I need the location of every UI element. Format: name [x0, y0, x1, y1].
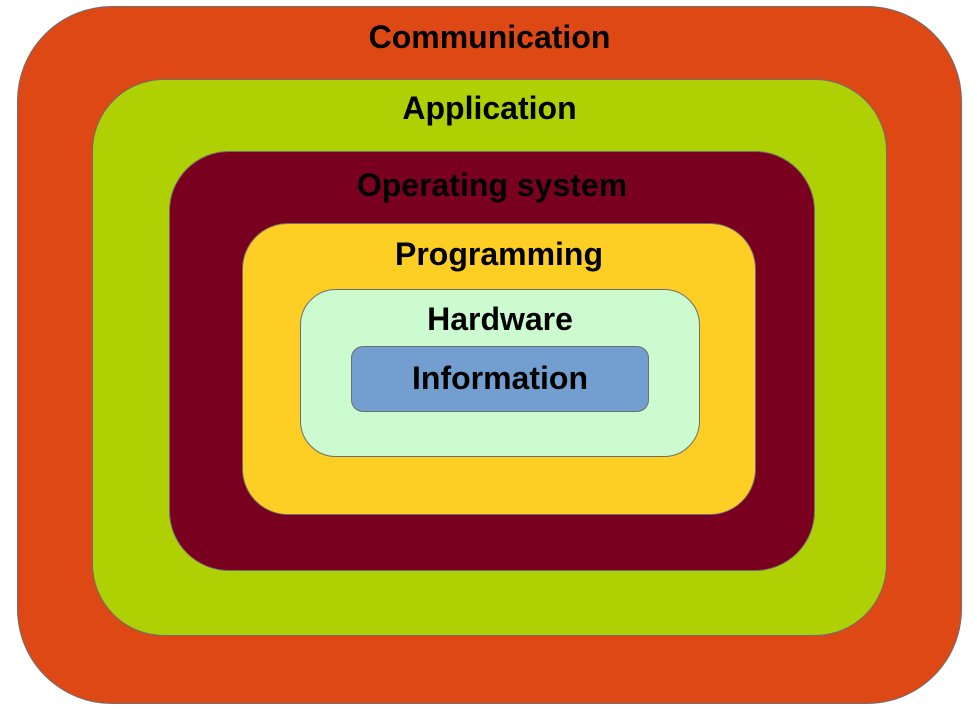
layer-label-hardware: Hardware — [427, 301, 573, 337]
layer-label-operating-system: Operating system — [356, 167, 628, 203]
layer-label-application: Application — [402, 90, 577, 126]
layer-label-programming: Programming — [394, 236, 604, 272]
layer-information: Information — [351, 346, 649, 412]
layer-label-information: Information — [412, 360, 588, 396]
layer-label-communication: Communication — [368, 19, 611, 55]
